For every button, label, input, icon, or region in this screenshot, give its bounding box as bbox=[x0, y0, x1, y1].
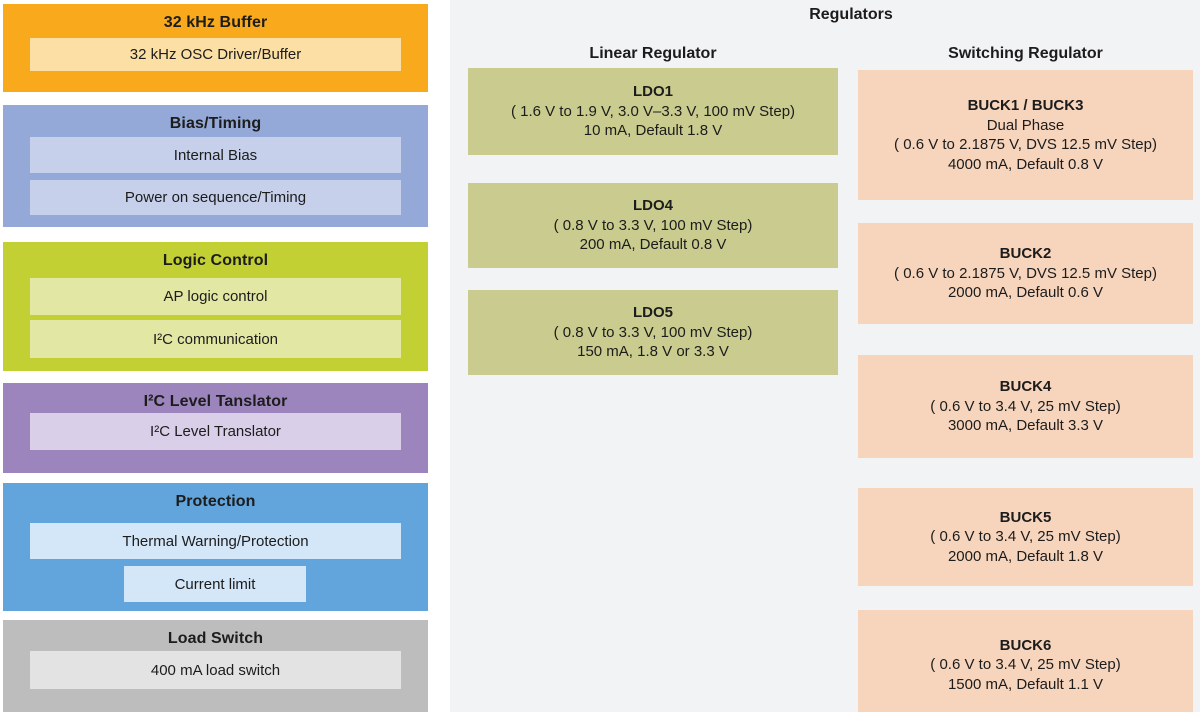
block-item: Power on sequence/Timing bbox=[30, 180, 401, 215]
regulator-name: BUCK2 bbox=[999, 245, 1052, 263]
regulator-spec-line: 1500 mA, Default 1.1 V bbox=[947, 675, 1104, 693]
regulator-spec-line: Dual Phase bbox=[986, 116, 1065, 134]
block-item: 32 kHz OSC Driver/Buffer bbox=[30, 38, 401, 71]
ldo5-box: LDO5 ( 0.8 V to 3.3 V, 100 mV Step) 150 … bbox=[468, 290, 838, 375]
block-32khz-buffer: 32 kHz Buffer 32 kHz OSC Driver/Buffer bbox=[3, 4, 428, 92]
block-bias-timing: Bias/Timing Internal Bias Power on seque… bbox=[3, 105, 428, 227]
regulator-spec-line: 200 mA, Default 0.8 V bbox=[579, 236, 727, 254]
regulator-spec-line: ( 0.8 V to 3.3 V, 100 mV Step) bbox=[553, 216, 753, 234]
regulator-spec-line: 2000 mA, Default 0.6 V bbox=[947, 284, 1104, 302]
ldo1-box: LDO1 ( 1.6 V to 1.9 V, 3.0 V–3.3 V, 100 … bbox=[468, 68, 838, 155]
block-title: Logic Control bbox=[162, 252, 269, 269]
regulator-name: BUCK1 / BUCK3 bbox=[967, 97, 1084, 114]
regulator-spec-line: ( 0.6 V to 2.1875 V, DVS 12.5 mV Step) bbox=[894, 264, 1157, 282]
block-item: 400 mA load switch bbox=[30, 651, 401, 689]
block-protection: Protection Thermal Warning/Protection Cu… bbox=[3, 483, 428, 611]
regulator-name: BUCK6 bbox=[999, 636, 1052, 654]
regulator-spec-line: ( 0.6 V to 3.4 V, 25 mV Step) bbox=[930, 528, 1121, 546]
regulator-spec-line: 2000 mA, Default 1.8 V bbox=[947, 547, 1104, 565]
regulators-panel: Regulators Linear Regulator Switching Re… bbox=[450, 0, 1200, 712]
block-load-switch: Load Switch 400 mA load switch bbox=[3, 620, 428, 712]
regulator-spec-line: 150 mA, 1.8 V or 3.3 V bbox=[577, 343, 729, 361]
regulator-name: BUCK4 bbox=[999, 378, 1052, 396]
block-item: I²C Level Translator bbox=[30, 413, 401, 450]
buck4-box: BUCK4 ( 0.6 V to 3.4 V, 25 mV Step) 3000… bbox=[858, 355, 1193, 458]
regulator-spec-line: ( 0.8 V to 3.3 V, 100 mV Step) bbox=[553, 323, 753, 341]
regulator-name: LDO1 bbox=[632, 83, 673, 101]
block-title: Load Switch bbox=[167, 630, 264, 647]
block-item: AP logic control bbox=[30, 278, 401, 315]
buck6-box: BUCK6 ( 0.6 V to 3.4 V, 25 mV Step) 1500… bbox=[858, 610, 1193, 712]
block-item: Current limit bbox=[124, 566, 306, 602]
block-item: I²C communication bbox=[30, 320, 401, 358]
block-logic-control: Logic Control AP logic control I²C commu… bbox=[3, 242, 428, 371]
buck1-buck3-box: BUCK1 / BUCK3 Dual Phase ( 0.6 V to 2.18… bbox=[858, 70, 1193, 200]
ldo4-box: LDO4 ( 0.8 V to 3.3 V, 100 mV Step) 200 … bbox=[468, 183, 838, 268]
regulator-spec-line: ( 0.6 V to 3.4 V, 25 mV Step) bbox=[930, 397, 1121, 415]
buck2-box: BUCK2 ( 0.6 V to 2.1875 V, DVS 12.5 mV S… bbox=[858, 223, 1193, 324]
regulator-spec-line: 10 mA, Default 1.8 V bbox=[583, 122, 723, 140]
linear-regulator-column-header: Linear Regulator bbox=[589, 45, 717, 62]
block-item: Internal Bias bbox=[30, 137, 401, 173]
block-title: Protection bbox=[175, 493, 256, 510]
switching-regulator-column-header: Switching Regulator bbox=[948, 45, 1103, 62]
block-item: Thermal Warning/Protection bbox=[30, 523, 401, 559]
block-title: I²C Level Tanslator bbox=[143, 393, 288, 410]
regulators-title: Regulators bbox=[809, 6, 893, 23]
block-title: 32 kHz Buffer bbox=[163, 14, 268, 31]
regulator-spec-line: ( 0.6 V to 3.4 V, 25 mV Step) bbox=[930, 656, 1121, 674]
regulator-name: BUCK5 bbox=[999, 508, 1052, 526]
regulator-name: LDO4 bbox=[632, 197, 673, 215]
regulator-spec-line: 4000 mA, Default 0.8 V bbox=[947, 155, 1104, 173]
block-i2c-level-translator: I²C Level Tanslator I²C Level Translator bbox=[3, 383, 428, 473]
buck5-box: BUCK5 ( 0.6 V to 3.4 V, 25 mV Step) 2000… bbox=[858, 488, 1193, 586]
regulator-name: LDO5 bbox=[632, 304, 673, 322]
regulator-spec-line: 3000 mA, Default 3.3 V bbox=[947, 417, 1104, 435]
regulator-spec-line: ( 0.6 V to 2.1875 V, DVS 12.5 mV Step) bbox=[894, 136, 1157, 153]
block-title: Bias/Timing bbox=[169, 115, 262, 132]
regulator-spec-line: ( 1.6 V to 1.9 V, 3.0 V–3.3 V, 100 mV St… bbox=[510, 102, 796, 120]
